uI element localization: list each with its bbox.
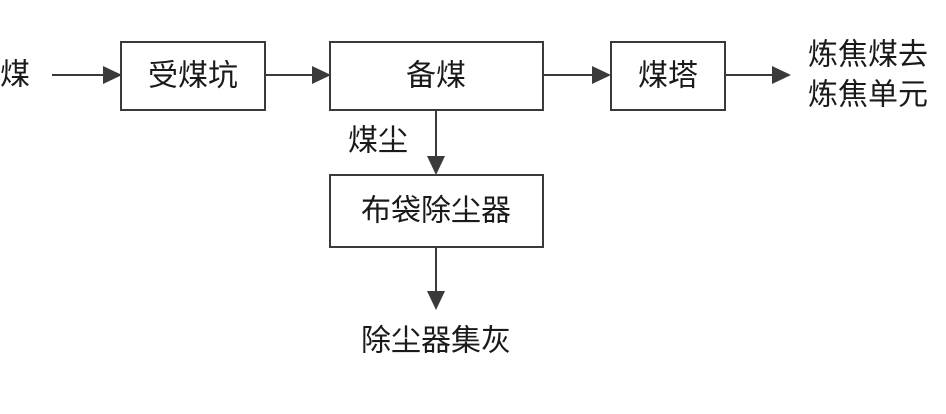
arrow-coal-prep-to-bag-filter bbox=[427, 110, 445, 175]
output-dust-ash: 除尘器集灰 bbox=[361, 324, 511, 359]
node-bag-filter-label: 布袋除尘器 bbox=[361, 194, 511, 229]
output-coking-line2: 炼焦单元 bbox=[808, 78, 928, 113]
node-bag-filter: 布袋除尘器 bbox=[329, 174, 544, 248]
node-coal-tower: 煤塔 bbox=[610, 41, 726, 111]
node-receiving-pit: 受煤坑 bbox=[120, 41, 266, 111]
edge-label-coal-dust: 煤尘 bbox=[348, 124, 408, 159]
node-coal-prep-label: 备煤 bbox=[406, 59, 466, 94]
arrow-coal-prep-to-coal-tower bbox=[543, 66, 611, 84]
input-coal-label: 煤 bbox=[0, 58, 30, 93]
arrow-bag-filter-to-dust-ash bbox=[427, 247, 445, 310]
arrow-coal-tower-to-coking-unit bbox=[725, 66, 791, 84]
arrow-input-to-receiving-pit bbox=[52, 66, 122, 84]
output-coking-line1: 炼焦煤去 bbox=[808, 38, 928, 73]
node-coal-prep: 备煤 bbox=[329, 41, 544, 111]
node-coal-tower-label: 煤塔 bbox=[638, 59, 698, 94]
arrow-receiving-pit-to-coal-prep bbox=[265, 66, 331, 84]
node-receiving-pit-label: 受煤坑 bbox=[148, 59, 238, 94]
